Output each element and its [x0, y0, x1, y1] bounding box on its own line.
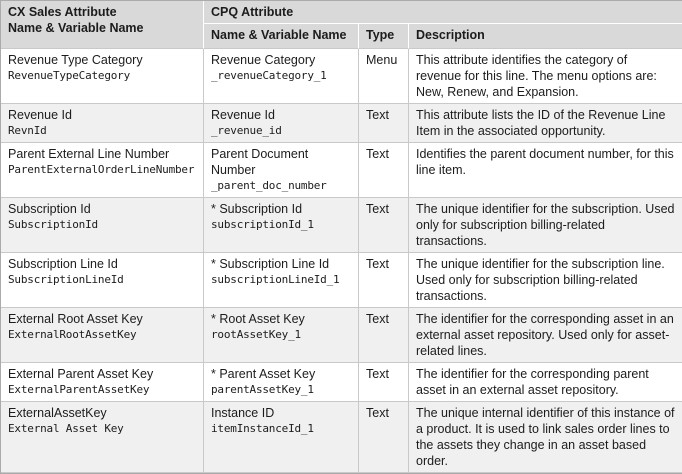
- cpq-attribute-name: * Subscription Id: [211, 202, 303, 216]
- cx-variable-name: ParentExternalOrderLineNumber: [8, 163, 195, 176]
- type-cell: Text: [359, 402, 409, 473]
- cx-attribute-cell: Revenue Id RevnId: [1, 104, 204, 143]
- cpq-attribute-cell: Instance ID itemInstanceId_1: [204, 402, 359, 473]
- description-cell: The unique internal identifier of this i…: [409, 402, 682, 473]
- cpq-variable-name: _revenue_id: [211, 124, 282, 137]
- cpq-attribute-name: Parent Document Number: [211, 147, 309, 177]
- cpq-attribute-cell: Revenue Category _revenueCategory_1: [204, 49, 359, 104]
- table-row: External Root Asset Key ExternalRootAsse…: [1, 308, 682, 363]
- column-header-name-variable-name: Name & Variable Name: [204, 24, 359, 49]
- cpq-attribute-cell: * Subscription Id subscriptionId_1: [204, 198, 359, 253]
- cpq-variable-name: _parent_doc_number: [211, 179, 327, 192]
- cpq-attribute-name: Instance ID: [211, 406, 275, 420]
- type-cell: Menu: [359, 49, 409, 104]
- cx-attribute-cell: Revenue Type Category RevenueTypeCategor…: [1, 49, 204, 104]
- cx-variable-name: External Asset Key: [8, 422, 124, 435]
- type-cell: Text: [359, 363, 409, 402]
- table-row: Parent External Line Number ParentExtern…: [1, 143, 682, 198]
- cx-attribute-cell: Parent External Line Number ParentExtern…: [1, 143, 204, 198]
- cpq-attribute-cell: * Root Asset Key rootAssetKey_1: [204, 308, 359, 363]
- cpq-attribute-name: * Root Asset Key: [211, 312, 305, 326]
- type-cell: Text: [359, 143, 409, 198]
- cx-variable-name: SubscriptionId: [8, 218, 98, 231]
- description-cell: The unique identifier for the subscripti…: [409, 198, 682, 253]
- description-cell: This attribute identifies the category o…: [409, 49, 682, 104]
- cpq-variable-name: _revenueCategory_1: [211, 69, 327, 82]
- cx-attribute-name: External Root Asset Key: [8, 312, 143, 326]
- cx-variable-name: RevenueTypeCategory: [8, 69, 131, 82]
- cpq-variable-name: parentAssetKey_1: [211, 383, 314, 396]
- table-header: CX Sales Attribute Name & Variable Name …: [1, 1, 682, 49]
- cx-variable-name: RevnId: [8, 124, 47, 137]
- table-row: ExternalAssetKey External Asset Key Inst…: [1, 402, 682, 473]
- cpq-attribute-name: Revenue Category: [211, 53, 316, 67]
- cx-attribute-name: Subscription Line Id: [8, 257, 118, 271]
- type-cell: Text: [359, 308, 409, 363]
- cpq-attribute-cell: Revenue Id _revenue_id: [204, 104, 359, 143]
- cpq-variable-name: itemInstanceId_1: [211, 422, 314, 435]
- cx-attribute-name: ExternalAssetKey: [8, 406, 107, 420]
- table-row: Subscription Line Id SubscriptionLineId …: [1, 253, 682, 308]
- cpq-attribute-name: * Subscription Line Id: [211, 257, 330, 271]
- cpq-variable-name: rootAssetKey_1: [211, 328, 301, 341]
- cpq-attribute-cell: Parent Document Number _parent_doc_numbe…: [204, 143, 359, 198]
- table-row: Revenue Id RevnId Revenue Id _revenue_id…: [1, 104, 682, 143]
- cx-attribute-name: Revenue Type Category: [8, 53, 143, 67]
- cpq-variable-name: subscriptionId_1: [211, 218, 314, 231]
- cx-attribute-name: Parent External Line Number: [8, 147, 170, 161]
- cx-attribute-name: External Parent Asset Key: [8, 367, 154, 381]
- cpq-attribute-cell: * Parent Asset Key parentAssetKey_1: [204, 363, 359, 402]
- cpq-attribute-cell: * Subscription Line Id subscriptionLineI…: [204, 253, 359, 308]
- type-cell: Text: [359, 104, 409, 143]
- cx-attribute-name: Revenue Id: [8, 108, 72, 122]
- cx-variable-name: ExternalRootAssetKey: [8, 328, 137, 341]
- type-cell: Text: [359, 253, 409, 308]
- table-body: Revenue Type Category RevenueTypeCategor…: [1, 49, 682, 473]
- cx-attribute-cell: Subscription Line Id SubscriptionLineId: [1, 253, 204, 308]
- cpq-variable-name: subscriptionLineId_1: [211, 273, 340, 286]
- table-row: External Parent Asset Key ExternalParent…: [1, 363, 682, 402]
- column-header-description: Description: [409, 24, 682, 49]
- description-cell: The unique identifier for the subscripti…: [409, 253, 682, 308]
- column-header-cx-sales-attribute: CX Sales Attribute Name & Variable Name: [1, 1, 204, 49]
- cx-attribute-cell: Subscription Id SubscriptionId: [1, 198, 204, 253]
- cx-variable-name: ExternalParentAssetKey: [8, 383, 150, 396]
- description-cell: The identifier for the corresponding par…: [409, 363, 682, 402]
- cpq-attribute-name: Revenue Id: [211, 108, 275, 122]
- description-cell: The identifier for the corresponding ass…: [409, 308, 682, 363]
- cx-variable-name: SubscriptionLineId: [8, 273, 124, 286]
- cpq-attribute-name: * Parent Asset Key: [211, 367, 316, 381]
- cx-attribute-cell: External Parent Asset Key ExternalParent…: [1, 363, 204, 402]
- table-row: Subscription Id SubscriptionId * Subscri…: [1, 198, 682, 253]
- cx-attribute-cell: ExternalAssetKey External Asset Key: [1, 402, 204, 473]
- column-group-header-cpq-attribute: CPQ Attribute: [204, 1, 682, 24]
- type-cell: Text: [359, 198, 409, 253]
- table-row: Revenue Type Category RevenueTypeCategor…: [1, 49, 682, 104]
- description-cell: Identifies the parent document number, f…: [409, 143, 682, 198]
- cx-header-line1: CX Sales Attribute: [8, 5, 117, 19]
- cx-attribute-name: Subscription Id: [8, 202, 91, 216]
- column-header-type: Type: [359, 24, 409, 49]
- description-cell: This attribute lists the ID of the Reven…: [409, 104, 682, 143]
- cx-header-line2: Name & Variable Name: [8, 21, 144, 35]
- cx-attribute-cell: External Root Asset Key ExternalRootAsse…: [1, 308, 204, 363]
